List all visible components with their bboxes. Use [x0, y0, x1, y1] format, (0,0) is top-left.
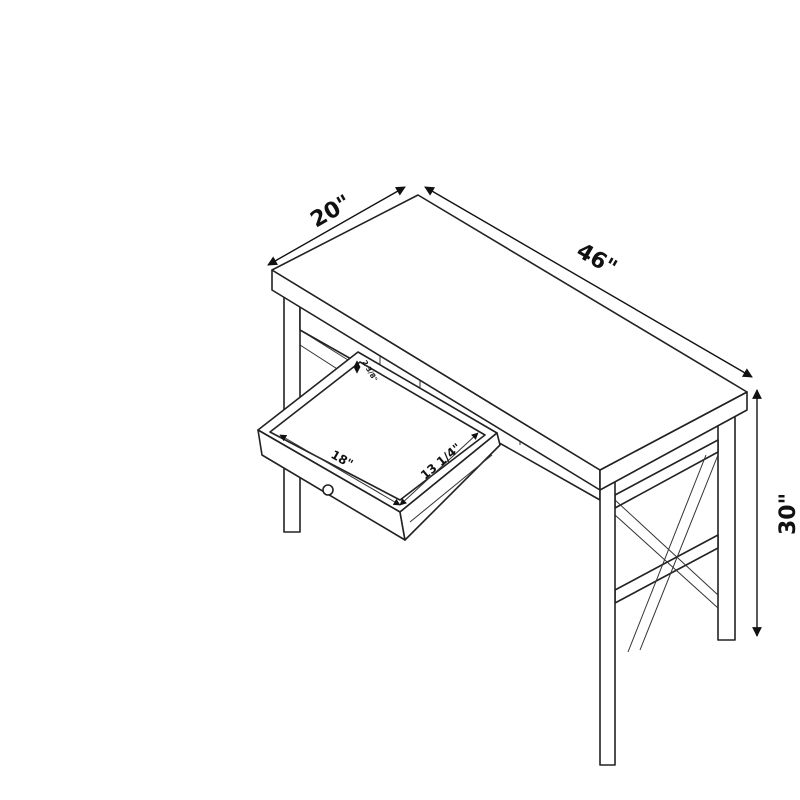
- side-x-brace: [614, 439, 719, 653]
- front-right-leg: [599, 479, 616, 766]
- height-label: 30": [776, 493, 800, 535]
- drawer-knob[interactable]: [322, 484, 334, 496]
- depth-label: 20": [307, 191, 356, 234]
- width-label: 46": [572, 239, 621, 282]
- back-right-leg: [717, 396, 736, 641]
